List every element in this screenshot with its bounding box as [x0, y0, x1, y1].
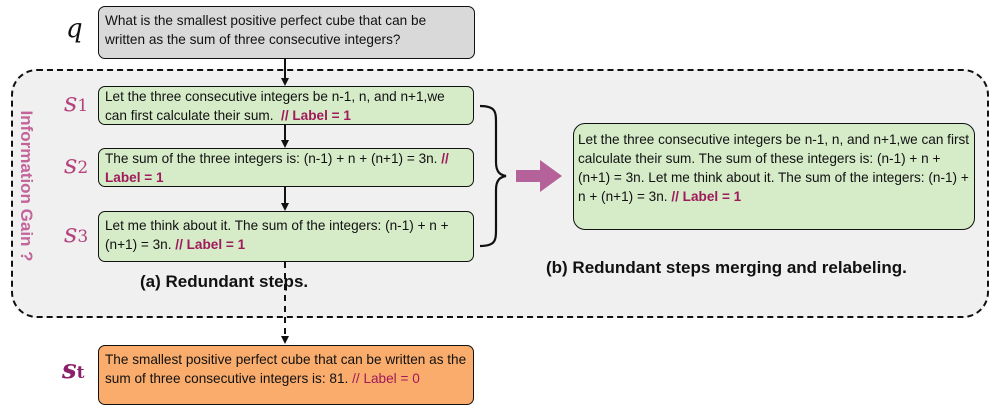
merge-arrow	[516, 160, 562, 192]
final-step-label: Label = 0	[363, 371, 420, 386]
question-text: What is the smallest positive perfect cu…	[105, 13, 427, 47]
final-step-symbol: st	[62, 355, 85, 385]
merged-step-text: Let the three consecutive integers be n-…	[578, 132, 970, 204]
step-3-text: Let me think about it. The sum of the in…	[105, 218, 449, 252]
step-2-box: The sum of the three integers is: (n-1) …	[98, 148, 474, 187]
step-1-text: Let the three consecutive integers be n-…	[105, 89, 445, 123]
step-2-text: The sum of the three integers is: (n-1) …	[105, 151, 438, 166]
question-symbol: q	[66, 14, 83, 44]
final-step-label-slashes: //	[352, 371, 360, 386]
merged-step-label: // Label = 1	[671, 189, 742, 204]
step-3-box: Let me think about it. The sum of the in…	[98, 211, 474, 262]
step-3-label: // Label = 1	[175, 237, 246, 252]
final-step-box: The smallest positive perfect cube that …	[98, 345, 474, 405]
step-3-symbol: s3	[64, 219, 89, 249]
step-1-symbol: s1	[64, 88, 89, 118]
caption-a: (a) Redundant steps.	[140, 272, 309, 291]
question-box: What is the smallest positive perfect cu…	[98, 6, 475, 59]
step-2-label: // Label = 1	[105, 151, 449, 185]
final-step-text: The smallest positive perfect cube that …	[105, 352, 467, 386]
step-1-box: Let the three consecutive integers be n-…	[98, 86, 474, 125]
step-1-label: // Label = 1	[281, 108, 351, 123]
caption-b: (b) Redundant steps merging and relabeli…	[546, 258, 907, 277]
merged-step-box: Let the three consecutive integers be n-…	[573, 123, 975, 230]
step-2-symbol: s2	[64, 150, 89, 180]
curly-brace	[479, 104, 507, 248]
information-gain-label: Information Gain ?	[17, 110, 36, 262]
